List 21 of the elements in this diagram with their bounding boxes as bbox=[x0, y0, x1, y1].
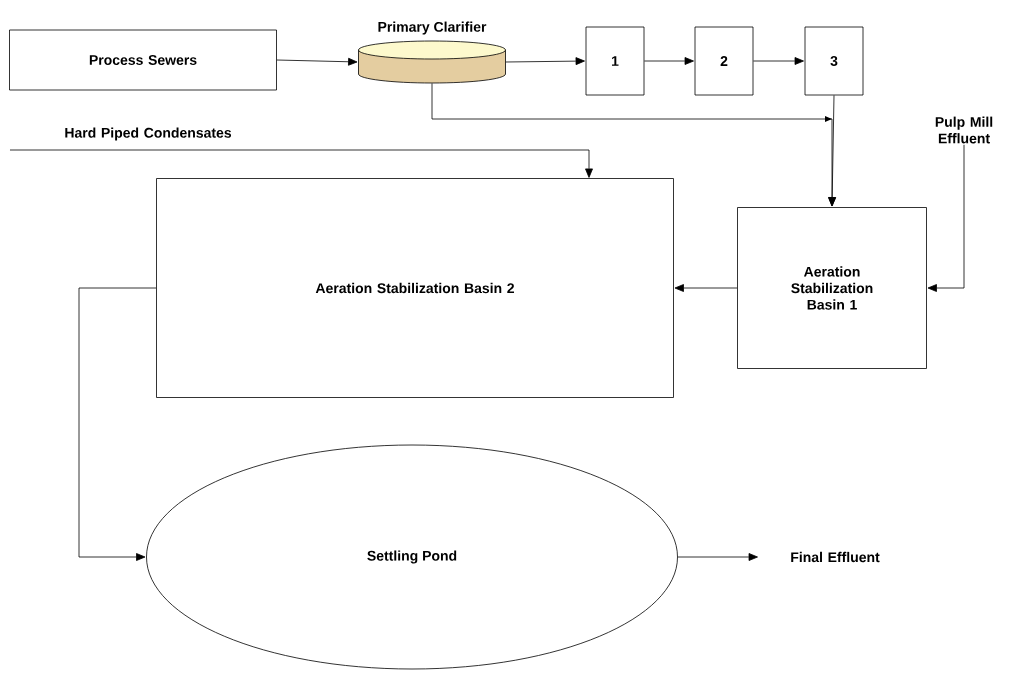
node-label: Primary Clarifier bbox=[378, 21, 487, 35]
process-box: 1 bbox=[585, 26, 645, 96]
process-box: Aeration Stabilization Basin 1 bbox=[737, 207, 927, 369]
process-box: 2 bbox=[694, 26, 754, 96]
arrow bbox=[677, 553, 758, 561]
arrow bbox=[505, 57, 585, 66]
arrow bbox=[828, 95, 837, 207]
process-box: Process Sewers bbox=[9, 29, 277, 91]
arrow bbox=[674, 284, 738, 292]
flow-label: Final Effluent bbox=[791, 551, 880, 563]
arrow bbox=[276, 57, 358, 66]
arrow bbox=[78, 287, 157, 561]
arrow bbox=[753, 57, 804, 65]
clarifier-tank: Primary Clarifier bbox=[358, 21, 506, 84]
flow-label: Pulp Mill Effluent bbox=[935, 116, 993, 144]
arrow bbox=[644, 57, 694, 65]
arrow bbox=[927, 144, 965, 292]
arrow bbox=[9, 149, 593, 178]
process-box: Aeration Stabilization Basin 2 bbox=[156, 178, 674, 398]
flow-label: Hard Piped Condensates bbox=[65, 127, 232, 141]
process-box: 3 bbox=[804, 26, 864, 96]
